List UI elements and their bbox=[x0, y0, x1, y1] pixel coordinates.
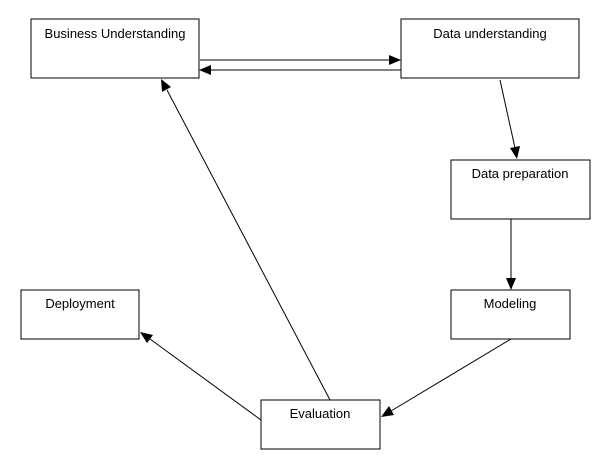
edge-data-understanding-to-preparation bbox=[499, 79, 520, 159]
node-label: Deployment bbox=[45, 296, 115, 311]
edge-evaluation-to-deployment bbox=[140, 332, 262, 421]
node-box bbox=[450, 289, 571, 340]
node-deployment[interactable]: Deployment bbox=[20, 289, 140, 340]
node-label: Data preparation bbox=[472, 166, 569, 181]
node-business-understanding[interactable]: Business Understanding bbox=[30, 18, 200, 79]
node-box bbox=[30, 18, 200, 79]
edge-evaluation-to-business bbox=[161, 79, 331, 401]
node-label: Evaluation bbox=[290, 406, 351, 421]
node-label: Modeling bbox=[484, 296, 537, 311]
node-box bbox=[260, 399, 381, 450]
node-box bbox=[20, 289, 140, 340]
edge-modeling-to-evaluation bbox=[381, 338, 512, 417]
node-label: Business Understanding bbox=[45, 26, 186, 41]
node-data-preparation[interactable]: Data preparation bbox=[450, 159, 591, 220]
node-modeling[interactable]: Modeling bbox=[450, 289, 571, 340]
edge-business-to-data-understanding bbox=[200, 55, 401, 65]
node-box bbox=[450, 159, 591, 220]
edge-data-understanding-to-business bbox=[199, 65, 401, 75]
edge-preparation-to-modeling bbox=[506, 219, 516, 290]
node-box bbox=[400, 18, 580, 79]
node-data-understanding[interactable]: Data understanding bbox=[400, 18, 580, 79]
node-label: Data understanding bbox=[433, 26, 546, 41]
node-evaluation[interactable]: Evaluation bbox=[260, 399, 381, 450]
